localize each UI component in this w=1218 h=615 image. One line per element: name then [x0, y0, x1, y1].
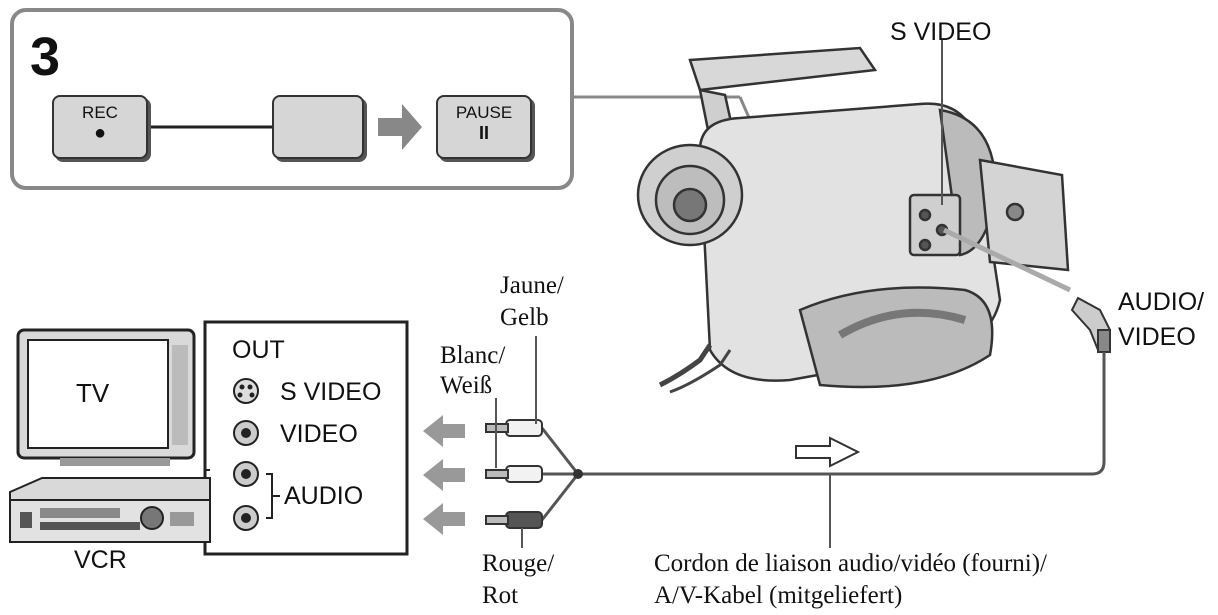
- cable-label-line1: Cordon de liaison audio/vidéo (fourni)/: [654, 550, 1047, 577]
- blank-button[interactable]: [272, 95, 364, 159]
- out-label: OUT: [232, 336, 285, 364]
- av-jack-label-line1: AUDIO/: [1118, 288, 1205, 316]
- vcr-label: VCR: [74, 546, 127, 574]
- video-jack-icon: [233, 420, 259, 446]
- cable-label-line2: A/V-Kabel (mitgeliefert): [654, 582, 903, 609]
- s-video-jack-icon: [233, 378, 259, 404]
- record-dot-icon: ●: [93, 122, 107, 144]
- pause-label: PAUSE: [455, 103, 513, 122]
- right-arrow-icon: [378, 104, 422, 150]
- av-plug-icon: [1070, 296, 1112, 353]
- panel-video-label: VIDEO: [280, 420, 358, 448]
- rec-label: REC: [82, 103, 118, 122]
- av-jack-label-line2: VIDEO: [1118, 323, 1196, 351]
- pause-icon: II: [478, 123, 489, 143]
- cable-split: [540, 427, 580, 521]
- plug-insert-line: [942, 227, 1072, 293]
- input-arrows: [423, 415, 465, 535]
- vcr-illustration: [9, 477, 211, 543]
- panel-s-video-label: S VIDEO: [280, 378, 382, 406]
- rca-plugs: [485, 419, 543, 529]
- yellow-plug-label-1: Jaune/: [500, 272, 564, 299]
- signal-direction-arrow: [795, 436, 861, 468]
- tv-illustration: [16, 328, 196, 466]
- yellow-plug-label-2: Gelb: [500, 304, 549, 331]
- audio-jack-right-icon: [233, 505, 259, 531]
- white-plug-label-2: Weiß: [440, 372, 493, 399]
- pause-button[interactable]: PAUSE II: [436, 95, 532, 159]
- camcorder-illustration: [636, 46, 1070, 394]
- step-number: 3: [30, 27, 61, 87]
- audio-bracket: [266, 473, 280, 519]
- red-plug-label-1: Rouge/: [482, 550, 555, 577]
- white-plug-label-1: Blanc/: [440, 342, 506, 369]
- camcorder-s-video-label: S VIDEO: [890, 18, 992, 46]
- av-cable: [578, 352, 1106, 476]
- rec-button[interactable]: REC ●: [52, 95, 148, 159]
- audio-jack-left-icon: [233, 461, 259, 487]
- red-plug-label-2: Rot: [482, 582, 519, 609]
- panel-audio-label: AUDIO: [284, 482, 364, 510]
- tv-label: TV: [76, 378, 110, 408]
